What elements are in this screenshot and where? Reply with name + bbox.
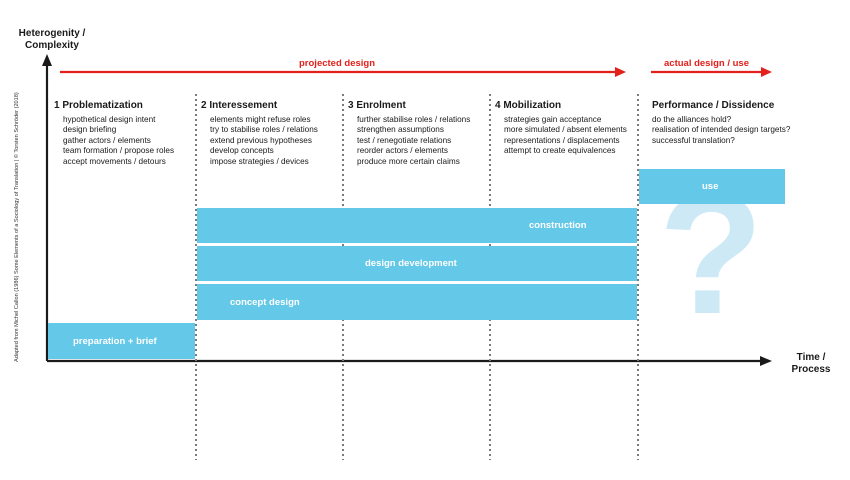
actual-design-arrowhead — [761, 67, 772, 77]
phase-item: develop concepts — [210, 146, 274, 156]
phase-item: reorder actors / elements — [357, 146, 449, 156]
phase-item: elements might refuse roles — [210, 115, 311, 124]
phase-item: strengthen assumptions — [357, 125, 444, 135]
phase-title: 3 Enrolment — [348, 100, 406, 111]
projected-design-label: projected design — [299, 58, 376, 69]
preparation-brief-label: preparation + brief — [73, 335, 157, 347]
phase-item: realisation of intended design targets? — [652, 125, 791, 135]
x-axis-arrowhead — [760, 356, 772, 366]
phase-item: accept movements / detours — [63, 156, 166, 166]
use-label: use — [702, 181, 719, 192]
concept-design-bar: concept design — [197, 284, 637, 320]
phase-item: strategies gain acceptance — [504, 115, 602, 124]
phase-item: do the alliances hold? — [652, 115, 732, 124]
phase-enrolment: 3 Enrolment further stabilise roles / re… — [348, 100, 498, 167]
x-axis-title-line2: Process — [791, 364, 831, 375]
phase-problematization: 1 Problematization hypothetical design i… — [54, 100, 204, 167]
phase-title: 2 Interessement — [201, 100, 278, 111]
phase-items: hypothetical design intent design briefi… — [54, 115, 204, 167]
construction-bar: construction — [197, 208, 637, 243]
source-credit: Adapted from Michel Callon (1986) Some E… — [14, 92, 20, 362]
phase-title: Performance / Dissidence — [652, 100, 775, 111]
phase-title: 4 Mobilization — [495, 100, 562, 111]
phase-items: do the alliances hold? realisation of in… — [652, 115, 832, 146]
phase-item: successful translation? — [652, 135, 735, 145]
phase-item: further stabilise roles / relations — [357, 115, 471, 124]
phase-item: hypothetical design intent — [63, 115, 156, 124]
actual-design-label: actual design / use — [664, 58, 749, 69]
y-axis-arrowhead — [42, 54, 52, 66]
phase-item: design briefing — [63, 125, 117, 135]
y-axis-title-line2: Complexity — [25, 40, 79, 51]
phase-item: representations / displacements — [504, 135, 620, 145]
phase-item: gather actors / elements — [63, 135, 151, 145]
projected-design-arrowhead — [615, 67, 626, 77]
phase-item: more simulated / absent elements — [504, 125, 627, 135]
phase-item: impose strategies / devices — [210, 156, 309, 166]
phase-performance-dissidence: Performance / Dissidence do the alliance… — [652, 100, 832, 146]
phase-item: attempt to create equivalences — [504, 146, 616, 156]
phase-item: team formation / propose roles — [63, 146, 175, 156]
y-axis-title-line1: Heterogenity / — [18, 28, 86, 39]
phase-items: further stabilise roles / relations stre… — [348, 115, 498, 167]
construction-label: construction — [529, 220, 587, 231]
design-development-label: design development — [365, 258, 457, 269]
phase-items: elements might refuse roles try to stabi… — [201, 115, 351, 167]
preparation-brief-bar: preparation + brief — [48, 323, 195, 359]
phase-item: extend previous hypotheses — [210, 135, 312, 145]
phase-items: strategies gain acceptance more simulate… — [495, 115, 645, 157]
phase-interessement: 2 Interessement elements might refuse ro… — [201, 100, 351, 167]
phase-mobilization: 4 Mobilization strategies gain acceptanc… — [495, 100, 645, 157]
concept-design-label: concept design — [230, 296, 300, 308]
phase-title: 1 Problematization — [54, 100, 143, 111]
x-axis-title: Time / Process — [782, 352, 840, 376]
phase-item: produce more certain claims — [357, 156, 460, 166]
x-axis-title-line1: Time / — [796, 352, 826, 363]
design-development-bar: design development — [197, 246, 637, 281]
phase-item: try to stabilise roles / relations — [210, 125, 318, 135]
question-mark-icon: ? — [658, 158, 764, 350]
phase-item: test / renegotiate relations — [357, 135, 452, 145]
use-bar: use — [639, 169, 785, 204]
y-axis-title: Heterogenity / Complexity — [8, 28, 96, 52]
